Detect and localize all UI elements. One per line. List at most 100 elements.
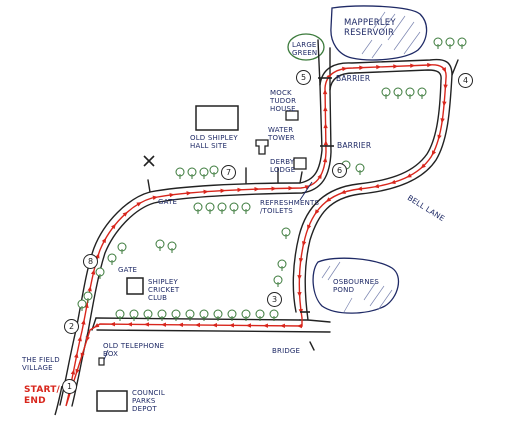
tree <box>255 309 265 321</box>
derby-lodge-building <box>293 157 307 170</box>
route-arrow <box>211 322 217 328</box>
road-start <box>54 385 63 416</box>
route-arrow <box>373 183 380 189</box>
route-arrow <box>203 189 209 195</box>
tree <box>457 37 467 49</box>
route-arrow <box>442 101 447 107</box>
route-arrow <box>81 319 86 325</box>
label-council-depot: COUNCIL PARKS DEPOT <box>132 389 166 413</box>
label-mock-tudor: MOCK TUDOR HOUSE <box>270 89 297 113</box>
route-arrow <box>122 211 128 217</box>
route-arrow <box>326 73 332 80</box>
tree <box>155 239 165 251</box>
route-arrow <box>323 140 329 146</box>
route-arrow <box>75 368 80 375</box>
tree <box>117 242 127 254</box>
osbournes-pond <box>312 257 400 314</box>
route-arrow <box>80 352 85 358</box>
route-arrow <box>298 257 304 264</box>
tree <box>185 309 195 321</box>
telephone-pointer <box>103 349 109 361</box>
route-arrow <box>342 66 348 72</box>
stop-4[interactable]: 4 <box>458 73 473 88</box>
label-large-green: LARGE GREEN <box>292 41 318 57</box>
tree <box>187 167 197 179</box>
route-arrow <box>314 209 320 215</box>
tree <box>83 291 93 303</box>
tree <box>167 241 177 253</box>
route-arrow <box>427 62 433 68</box>
water-tower-building <box>255 139 269 155</box>
label-field-village: THE FIELD VILLAGE <box>22 356 60 372</box>
route-arrow <box>279 323 285 329</box>
tree <box>175 167 185 179</box>
route-arrow <box>111 223 116 230</box>
large-green <box>287 33 325 61</box>
cross-mark <box>143 155 155 167</box>
route-arrow <box>359 65 365 70</box>
stop-5[interactable]: 5 <box>296 70 311 85</box>
stop-2[interactable]: 2 <box>64 319 79 334</box>
tree <box>241 309 251 321</box>
route-arrow <box>237 187 243 193</box>
tree <box>433 37 443 49</box>
label-mapperley-reservoir: MAPPERLEY RESERVOIR <box>344 18 396 38</box>
route-arrow <box>186 191 192 196</box>
route-arrow <box>271 186 277 191</box>
route-arrow <box>152 195 158 200</box>
roads <box>59 39 459 407</box>
route-arrow <box>169 192 175 198</box>
route-arrow <box>136 202 142 207</box>
tree <box>143 309 153 321</box>
label-cricket-club: SHIPLEY CRICKET CLUB <box>148 278 180 302</box>
route-arrow <box>101 237 107 244</box>
stop-7[interactable]: 7 <box>221 165 236 180</box>
route-arrow <box>126 322 132 327</box>
stop-8[interactable]: 8 <box>83 254 98 269</box>
label-gate-left: GATE <box>118 266 138 274</box>
tree <box>217 202 227 214</box>
tree <box>281 227 291 239</box>
tree <box>393 87 403 99</box>
tree <box>355 163 365 175</box>
tree <box>417 87 427 99</box>
route-arrow <box>77 336 82 342</box>
stop-1[interactable]: 1 <box>62 379 77 394</box>
route-arrow <box>322 157 328 163</box>
route-arrow <box>160 322 166 327</box>
label-gate-top: GATE <box>158 198 178 206</box>
route-arrow <box>109 321 115 327</box>
tree <box>199 309 209 321</box>
route-arrow <box>340 189 346 194</box>
route-arrow <box>87 286 92 292</box>
stop-6[interactable]: 6 <box>332 163 347 178</box>
tree <box>445 37 455 49</box>
route-arrow <box>297 275 302 281</box>
tree <box>77 299 87 311</box>
route-arrow <box>301 241 307 247</box>
route-arrow <box>440 118 445 124</box>
route-arrow <box>296 323 302 329</box>
stop-3[interactable]: 3 <box>267 292 282 307</box>
route-arrow <box>90 269 96 275</box>
route-arrow <box>431 150 437 156</box>
route-arrow <box>317 173 322 180</box>
old-hall-building <box>195 105 239 131</box>
label-telephone-box: OLD TELEPHONE BOX <box>103 342 165 358</box>
tree <box>157 309 167 321</box>
tree <box>269 309 279 321</box>
cricket-club-building <box>126 277 144 295</box>
route-arrow <box>376 64 382 70</box>
route-arrow <box>93 323 100 328</box>
tree <box>227 309 237 321</box>
tree <box>171 309 181 321</box>
tree <box>241 202 251 214</box>
route-arrow <box>325 197 332 202</box>
label-water-tower: WATER TOWER <box>268 126 295 142</box>
tree <box>209 165 219 177</box>
route-arrow <box>74 352 79 359</box>
tree <box>129 309 139 321</box>
route-arrow <box>194 322 200 328</box>
route-arrow <box>420 163 426 169</box>
